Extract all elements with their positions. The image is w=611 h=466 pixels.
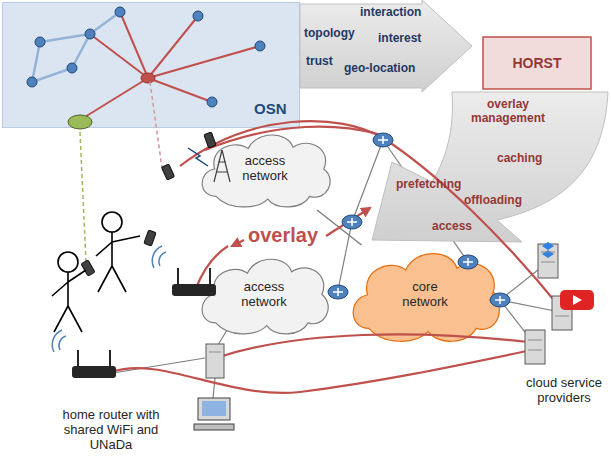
node-text: prefetching — [396, 178, 461, 192]
node-text: interest — [378, 32, 421, 46]
node-text: OSN — [254, 100, 287, 117]
network-link — [333, 294, 345, 296]
access-network-cloud: access network — [195, 252, 333, 337]
input-arrow: interaction topology interest trust geo-loca… — [300, 0, 472, 92]
overlay-label: overlay — [248, 224, 318, 247]
node-text: caching — [497, 152, 542, 166]
access-network-cloud: access network — [195, 128, 335, 210]
node-text: access network — [229, 154, 301, 184]
node-text: HORST — [513, 55, 562, 71]
node-text: core network — [395, 280, 455, 310]
system-box: HORST — [482, 36, 592, 90]
node-text: interaction — [360, 6, 421, 20]
node-text: access network — [228, 280, 300, 310]
node-text: offloading — [464, 194, 522, 208]
node-text: trust — [306, 55, 333, 69]
node-text: access — [432, 220, 472, 234]
router-label: home router with shared WiFi and UNaDa — [46, 408, 176, 453]
node-text: geo-location — [344, 62, 415, 76]
osn-panel: OSN — [2, 2, 300, 128]
node-text: topology — [304, 27, 355, 41]
core-network-cloud: core network — [345, 245, 505, 345]
node-text: overlay management — [467, 98, 549, 126]
output-arrow: overlay management caching prefetchingoffl… — [372, 92, 608, 244]
provider-label: cloud service providers — [520, 376, 608, 406]
